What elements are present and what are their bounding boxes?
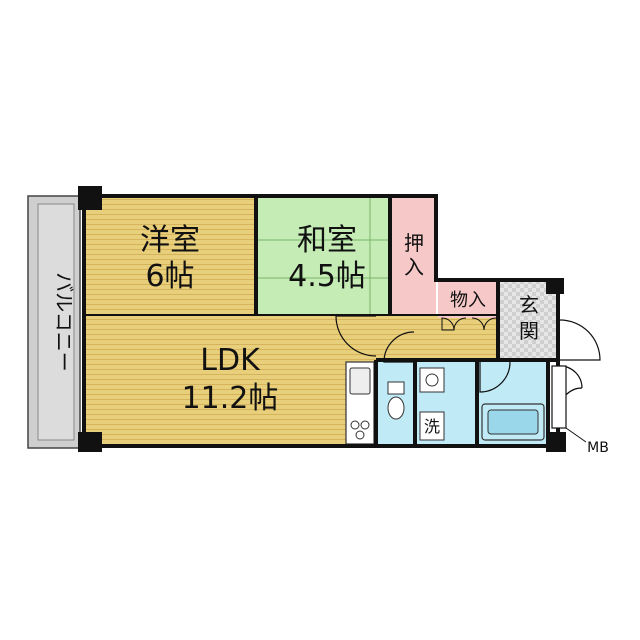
oshiire-closet: 押 入: [392, 196, 436, 314]
meter-box-label: MB: [587, 440, 609, 456]
balcony-label: バルコニー: [52, 272, 76, 372]
ldk-room-name: LDK: [200, 343, 261, 378]
meter-box: MB: [551, 365, 609, 456]
japanese-room-name: 和室: [297, 223, 357, 258]
washer-label: 洗: [424, 417, 440, 436]
western-room-name: 洋室: [140, 223, 200, 258]
entrance-label-1: 玄: [519, 293, 539, 317]
oshiire-label-2: 入: [404, 255, 424, 279]
western-room-size: 6帖: [145, 259, 194, 294]
balcony: バルコニー: [27, 195, 81, 449]
bathroom: [478, 362, 548, 444]
japanese-room: 和室 4.5帖: [258, 196, 390, 314]
entrance-label-2: 関: [519, 319, 539, 343]
western-room: 洋室 6帖: [84, 196, 256, 314]
kitchen-counter: [345, 361, 375, 445]
washroom: 洗: [416, 362, 476, 444]
storage-label: 物入: [450, 290, 486, 311]
storage-closet: 物入: [438, 280, 498, 331]
oshiire-label-1: 押: [404, 231, 424, 255]
japanese-room-size: 4.5帖: [288, 259, 366, 294]
ldk-room-size: 11.2帖: [182, 381, 279, 416]
wall-columns: [78, 186, 566, 452]
ldk-room: LDK 11.2帖: [84, 316, 498, 446]
toilet-room: [378, 362, 414, 444]
